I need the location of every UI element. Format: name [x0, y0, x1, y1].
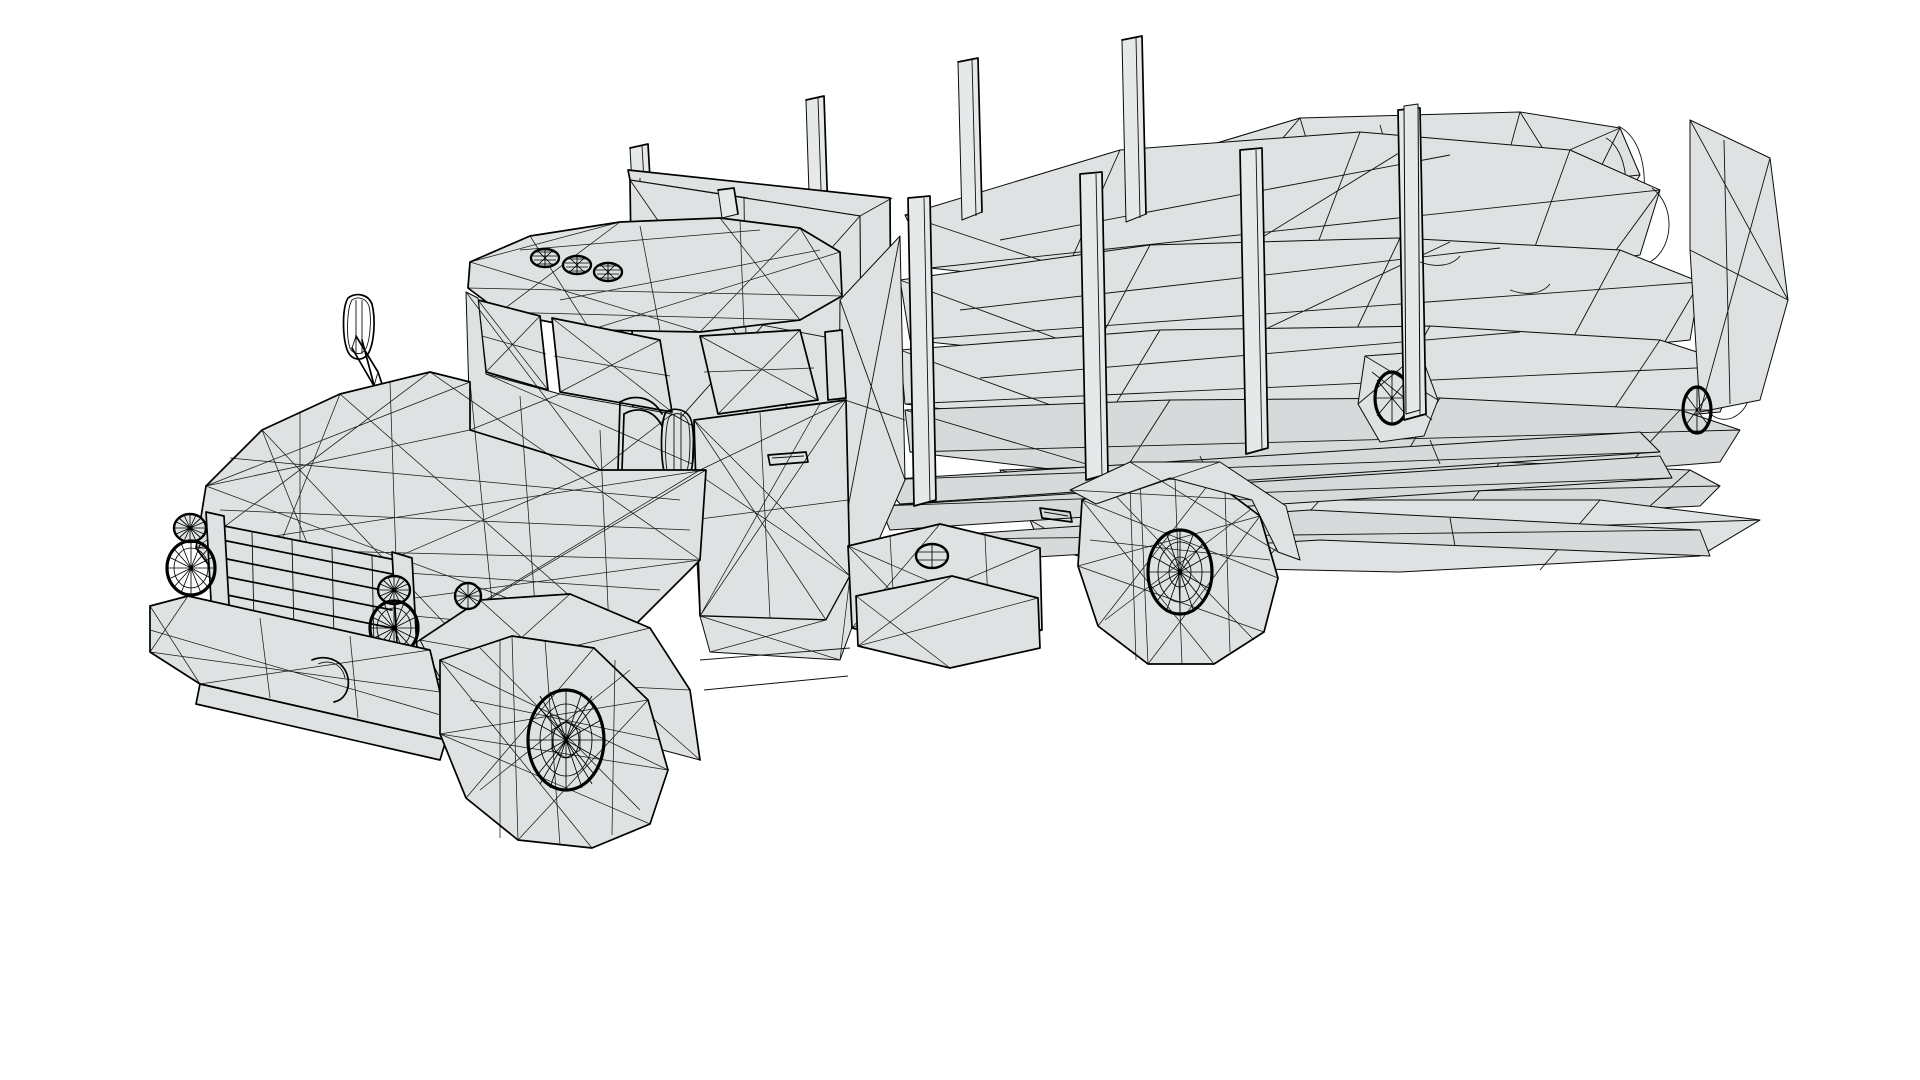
stake-pole [1403, 103, 1421, 415]
turn-signal-right [376, 574, 412, 606]
battery-box [855, 575, 1041, 669]
headlight-left [165, 539, 217, 597]
cab-roof-markers [529, 247, 624, 283]
front-wheel [439, 635, 669, 849]
side-window [699, 329, 819, 415]
stake-pole [957, 57, 983, 221]
cab [837, 235, 906, 561]
door-handle [767, 451, 809, 466]
mud-flap [1069, 461, 1301, 561]
rear-wheel-far [1681, 385, 1713, 435]
fuel-cap [914, 542, 950, 570]
mirror-head [342, 293, 375, 360]
rear-wheel-hub [1146, 528, 1214, 616]
windshield [477, 299, 673, 413]
rear-detail [1419, 255, 1551, 294]
side-window [824, 329, 847, 401]
side-marker-lamp [453, 581, 483, 611]
roof-marker-light [529, 247, 561, 269]
tow-hook [311, 656, 350, 703]
front-wheel-hub [526, 688, 606, 792]
step-bracket [1039, 507, 1073, 523]
rear-body-panel [1689, 119, 1789, 413]
bumper-step [195, 683, 447, 761]
roof-marker-light [561, 254, 593, 276]
frame-rail [699, 647, 851, 691]
exhaust-stack [717, 187, 739, 219]
stake-pole [1121, 35, 1147, 223]
stake-pole [907, 195, 937, 507]
turn-signal-left [172, 512, 208, 544]
roof-marker-light [592, 261, 624, 283]
door [691, 399, 851, 621]
stake-pole [1239, 147, 1269, 455]
